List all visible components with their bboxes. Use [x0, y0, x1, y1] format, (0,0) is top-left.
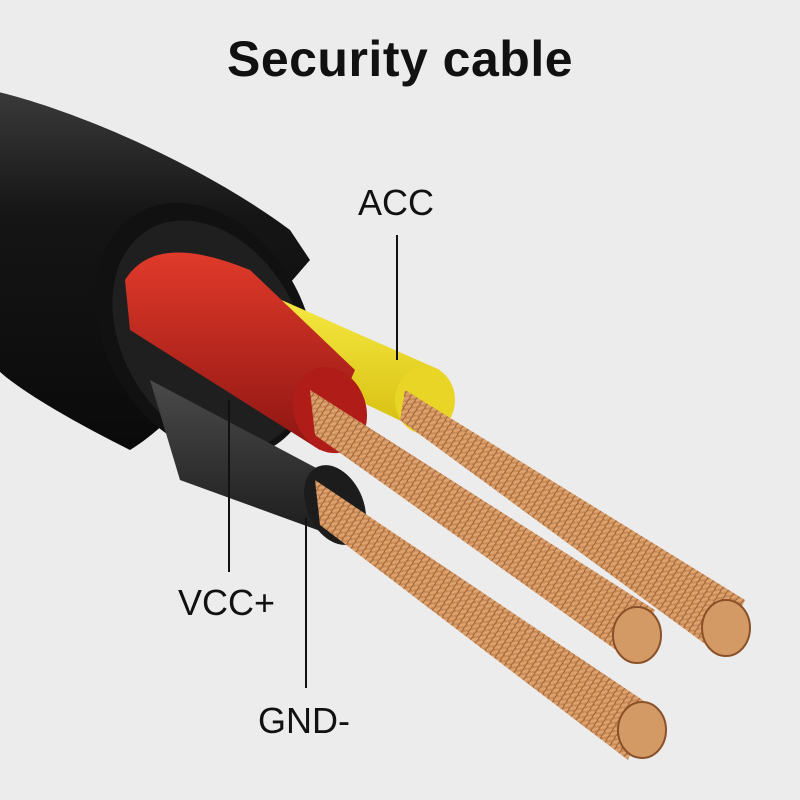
gnd-leader-line [305, 518, 307, 688]
acc-label: ACC [358, 182, 434, 224]
vcc-label: VCC+ [178, 582, 275, 624]
gnd-label: GND- [258, 700, 350, 742]
vcc-leader-line [228, 400, 230, 572]
acc-leader-line [396, 235, 398, 360]
